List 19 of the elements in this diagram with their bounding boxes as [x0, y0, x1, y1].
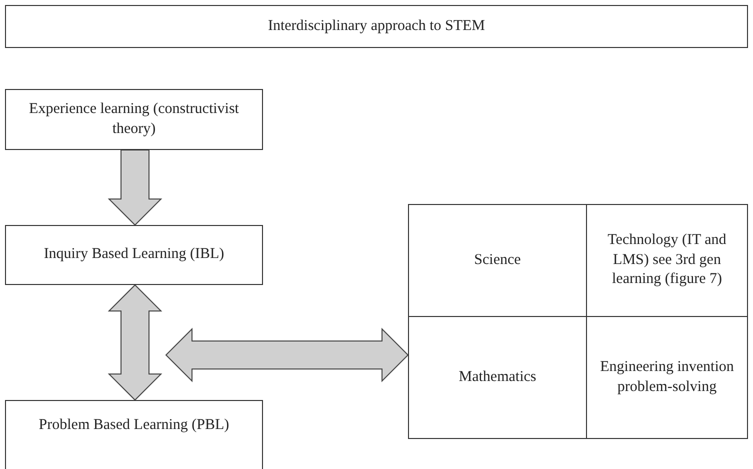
table-cell: [586, 204, 748, 317]
node-label: Inquiry Based Learning (IBL): [44, 245, 224, 264]
text-box: [5, 225, 263, 285]
node-label: Engineering invention problem-solving: [599, 358, 735, 396]
node-label: Problem Based Learning (PBL): [38, 416, 230, 435]
node-label: Science: [474, 250, 521, 270]
block-arrow: [108, 150, 162, 226]
block-arrow: [165, 328, 409, 382]
text-box: [5, 89, 263, 150]
table-cell: [408, 204, 587, 317]
table-cell: [408, 316, 587, 439]
table-cell: [586, 316, 748, 439]
node-label: Technology (IT and LMS) see 3rd gen learning (figure 7): [606, 231, 728, 290]
block-arrow: [108, 284, 162, 401]
text-box: [5, 400, 263, 469]
node-label: Interdisciplinary approach to STEM: [268, 16, 486, 36]
text-box: [5, 5, 748, 48]
node-label: Experience learning (constructivist theory): [28, 100, 240, 138]
node-label: Mathematics: [458, 368, 536, 387]
